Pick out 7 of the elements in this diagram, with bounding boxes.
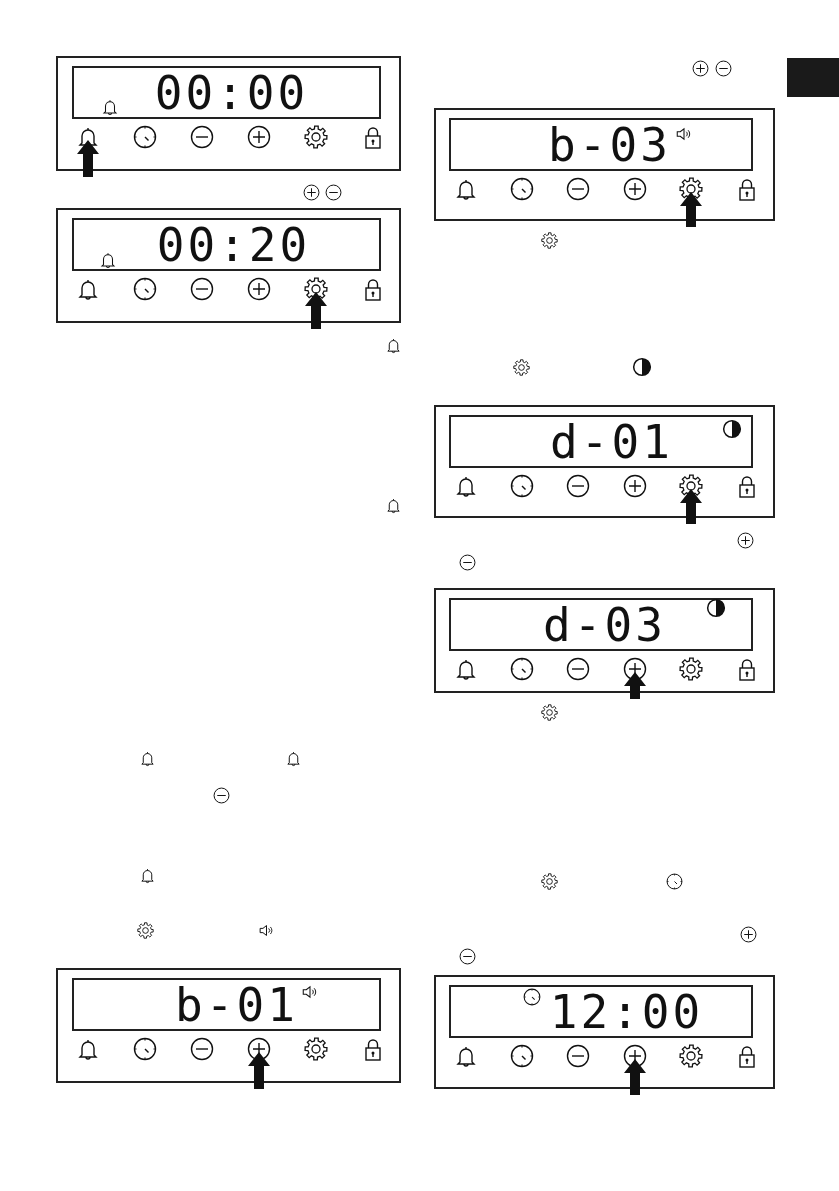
display-readout: d-03	[543, 601, 666, 648]
display-readout: 00:00	[154, 69, 309, 116]
display-readout: b-03	[548, 121, 671, 168]
display-readout: 00:20	[156, 221, 311, 268]
display-readout: b-01	[175, 981, 298, 1028]
display-readout: 12:00	[549, 988, 704, 1035]
display-readout: d-01	[550, 418, 673, 465]
